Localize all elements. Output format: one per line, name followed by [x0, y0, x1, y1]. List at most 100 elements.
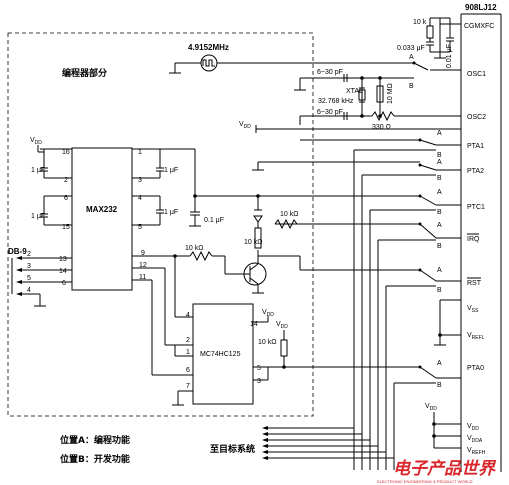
resistor-10m: 10 MΩ [387, 83, 394, 104]
mcu-label: 908LJ12 [465, 3, 497, 12]
svg-text:4: 4 [27, 287, 31, 294]
vdd-label-bottom: VDD [425, 403, 437, 412]
legend-pos-b: 位置B：开发功能 [60, 453, 130, 465]
svg-text:12: 12 [139, 262, 147, 269]
mode-switches: A B A B A B A B A B A B VDD [252, 130, 461, 449]
pin-vdda: VDDA [467, 435, 483, 444]
svg-text:A: A [437, 159, 442, 166]
programmer-boundary [7, 32, 314, 417]
vdd-label-pull: VDD [276, 321, 288, 330]
resistor-10k-base: 10 kΩ [185, 245, 203, 252]
svg-text:A: A [437, 360, 442, 367]
svg-text:6: 6 [64, 195, 68, 202]
svg-text:14: 14 [59, 268, 67, 275]
pin-cgmxfc: CGMXFC [464, 23, 494, 30]
svg-text:A: A [437, 189, 442, 196]
pin-vss: VSS [467, 305, 479, 314]
svg-text:2: 2 [27, 251, 31, 258]
pin-pta1: PTA1 [467, 143, 484, 150]
pin-osc2: OSC2 [467, 114, 486, 121]
pin-irq: IRQ [467, 236, 480, 243]
switch-osc-a: A [409, 54, 414, 61]
svg-text:2: 2 [64, 177, 68, 184]
capacitor-630pf-1: 6~30 pF [317, 69, 343, 76]
svg-text:11: 11 [139, 274, 146, 281]
svg-text:A: A [437, 267, 442, 274]
svg-text:1: 1 [138, 149, 142, 156]
svg-text:16: 16 [62, 149, 70, 156]
max232-chip: MAX232 16 2 6 15 1 3 4 5 9 12 11 13 14 6 [59, 147, 147, 291]
svg-text:6: 6 [186, 367, 190, 374]
oscillator-label: 4.9152MHz [188, 43, 229, 52]
pin-vrefl: VREFL [467, 332, 485, 341]
svg-text:6: 6 [62, 280, 66, 287]
svg-text:3: 3 [257, 378, 261, 385]
crystal-xtal-label: XTAL [346, 88, 363, 95]
watermark: 电子产品世界 ELECTRONIC ENGINEERING & PRODUCT … [377, 459, 497, 484]
svg-text:B: B [437, 209, 442, 216]
target-system-label: 至目标系统 [210, 443, 255, 455]
pin-pta0: PTA0 [467, 365, 484, 372]
svg-text:4: 4 [186, 312, 190, 319]
capacitor-001uf: 0.01 μF [446, 44, 453, 68]
target-bus: 至目标系统 [210, 149, 436, 470]
junctions [173, 76, 442, 438]
mc74hc125-chip: MC74HC125 4 2 1 6 7 14 5 3 VDD VDD 10 kΩ [132, 256, 420, 406]
pin-vdd: VDD [467, 423, 479, 432]
max232-caps: VDD 1 μF 1 μF 1 μF 1 μF [30, 137, 224, 227]
mcu-908lj12: 908LJ12 CGMXFC OSC1 OSC2 PTA1 PTA2 PTC1 … [460, 3, 502, 472]
svg-text:4: 4 [138, 195, 142, 202]
pin-osc1: OSC1 [467, 71, 486, 78]
cap-1uf-b: 1 μF [31, 213, 45, 220]
resistor-10k-filter: 10 k [413, 19, 427, 26]
buffer-label: MC74HC125 [200, 351, 241, 358]
svg-text:13: 13 [59, 256, 67, 263]
db9-label: DB-9 [8, 247, 27, 256]
pin-ptc1: PTC1 [467, 204, 485, 211]
capacitor-630pf-2: 6~30 pF [317, 109, 343, 116]
cap-1uf-c: 1 μF [164, 167, 178, 174]
svg-text:15: 15 [62, 224, 70, 231]
max232-label: MAX232 [86, 205, 118, 214]
svg-text:A: A [437, 130, 442, 137]
transistor-stage: 10 kΩ 10 kΩ 10 kΩ [132, 195, 420, 294]
pin-rst: RST [467, 280, 482, 287]
svg-text:3: 3 [138, 177, 142, 184]
vdd-feed-top: VDD [239, 121, 461, 133]
capacitor-0033uf: 0.033 μF [397, 45, 425, 52]
cap-1uf-d: 1 μF [164, 209, 178, 216]
vdd-label-top: VDD [239, 121, 251, 130]
svg-text:7: 7 [186, 383, 190, 390]
svg-text:B: B [437, 287, 442, 294]
svg-text:2: 2 [186, 337, 190, 344]
programmer-section-title: 编程器部分 [62, 67, 107, 79]
cap-01uf: 0.1 μF [204, 217, 224, 224]
svg-text:9: 9 [141, 250, 145, 257]
crystal-network: A B 6~30 pF XTAL 32.768 kHz 10 MΩ 6~30 p… [294, 54, 461, 131]
watermark-sub: ELECTRONIC ENGINEERING & PRODUCT WORLD [377, 479, 473, 484]
svg-text:5: 5 [257, 365, 261, 372]
vdd-label-buf: VDD [262, 309, 274, 318]
crystal-freq-label: 32.768 kHz [318, 98, 354, 105]
legend: 位置A：编程功能 位置B：开发功能 [60, 434, 130, 465]
resistor-10k-ptc: 10 kΩ [280, 211, 298, 218]
db9-connector: DB-9 2 3 5 4 [8, 247, 72, 307]
svg-text:1: 1 [186, 349, 190, 356]
resistor-330: 330 Ω [372, 124, 391, 131]
svg-text:5: 5 [138, 224, 142, 231]
svg-text:B: B [437, 175, 442, 182]
legend-pos-a: 位置A：编程功能 [60, 434, 130, 446]
oscillator-4-9152mhz: 4.9152MHz [169, 43, 414, 74]
resistor-10k-collector: 10 kΩ [244, 239, 262, 246]
svg-text:3: 3 [27, 263, 31, 270]
watermark-title: 电子产品世界 [393, 459, 497, 479]
svg-text:A: A [437, 222, 442, 229]
svg-text:14: 14 [250, 321, 258, 328]
svg-text:B: B [437, 243, 442, 250]
cap-1uf-a: 1 μF [31, 167, 45, 174]
svg-text:B: B [437, 152, 442, 159]
pll-filter-network: 10 k 0.033 μF 0.01 μF [397, 17, 461, 68]
switch-osc-b: B [409, 83, 414, 90]
svg-text:B: B [437, 382, 442, 389]
